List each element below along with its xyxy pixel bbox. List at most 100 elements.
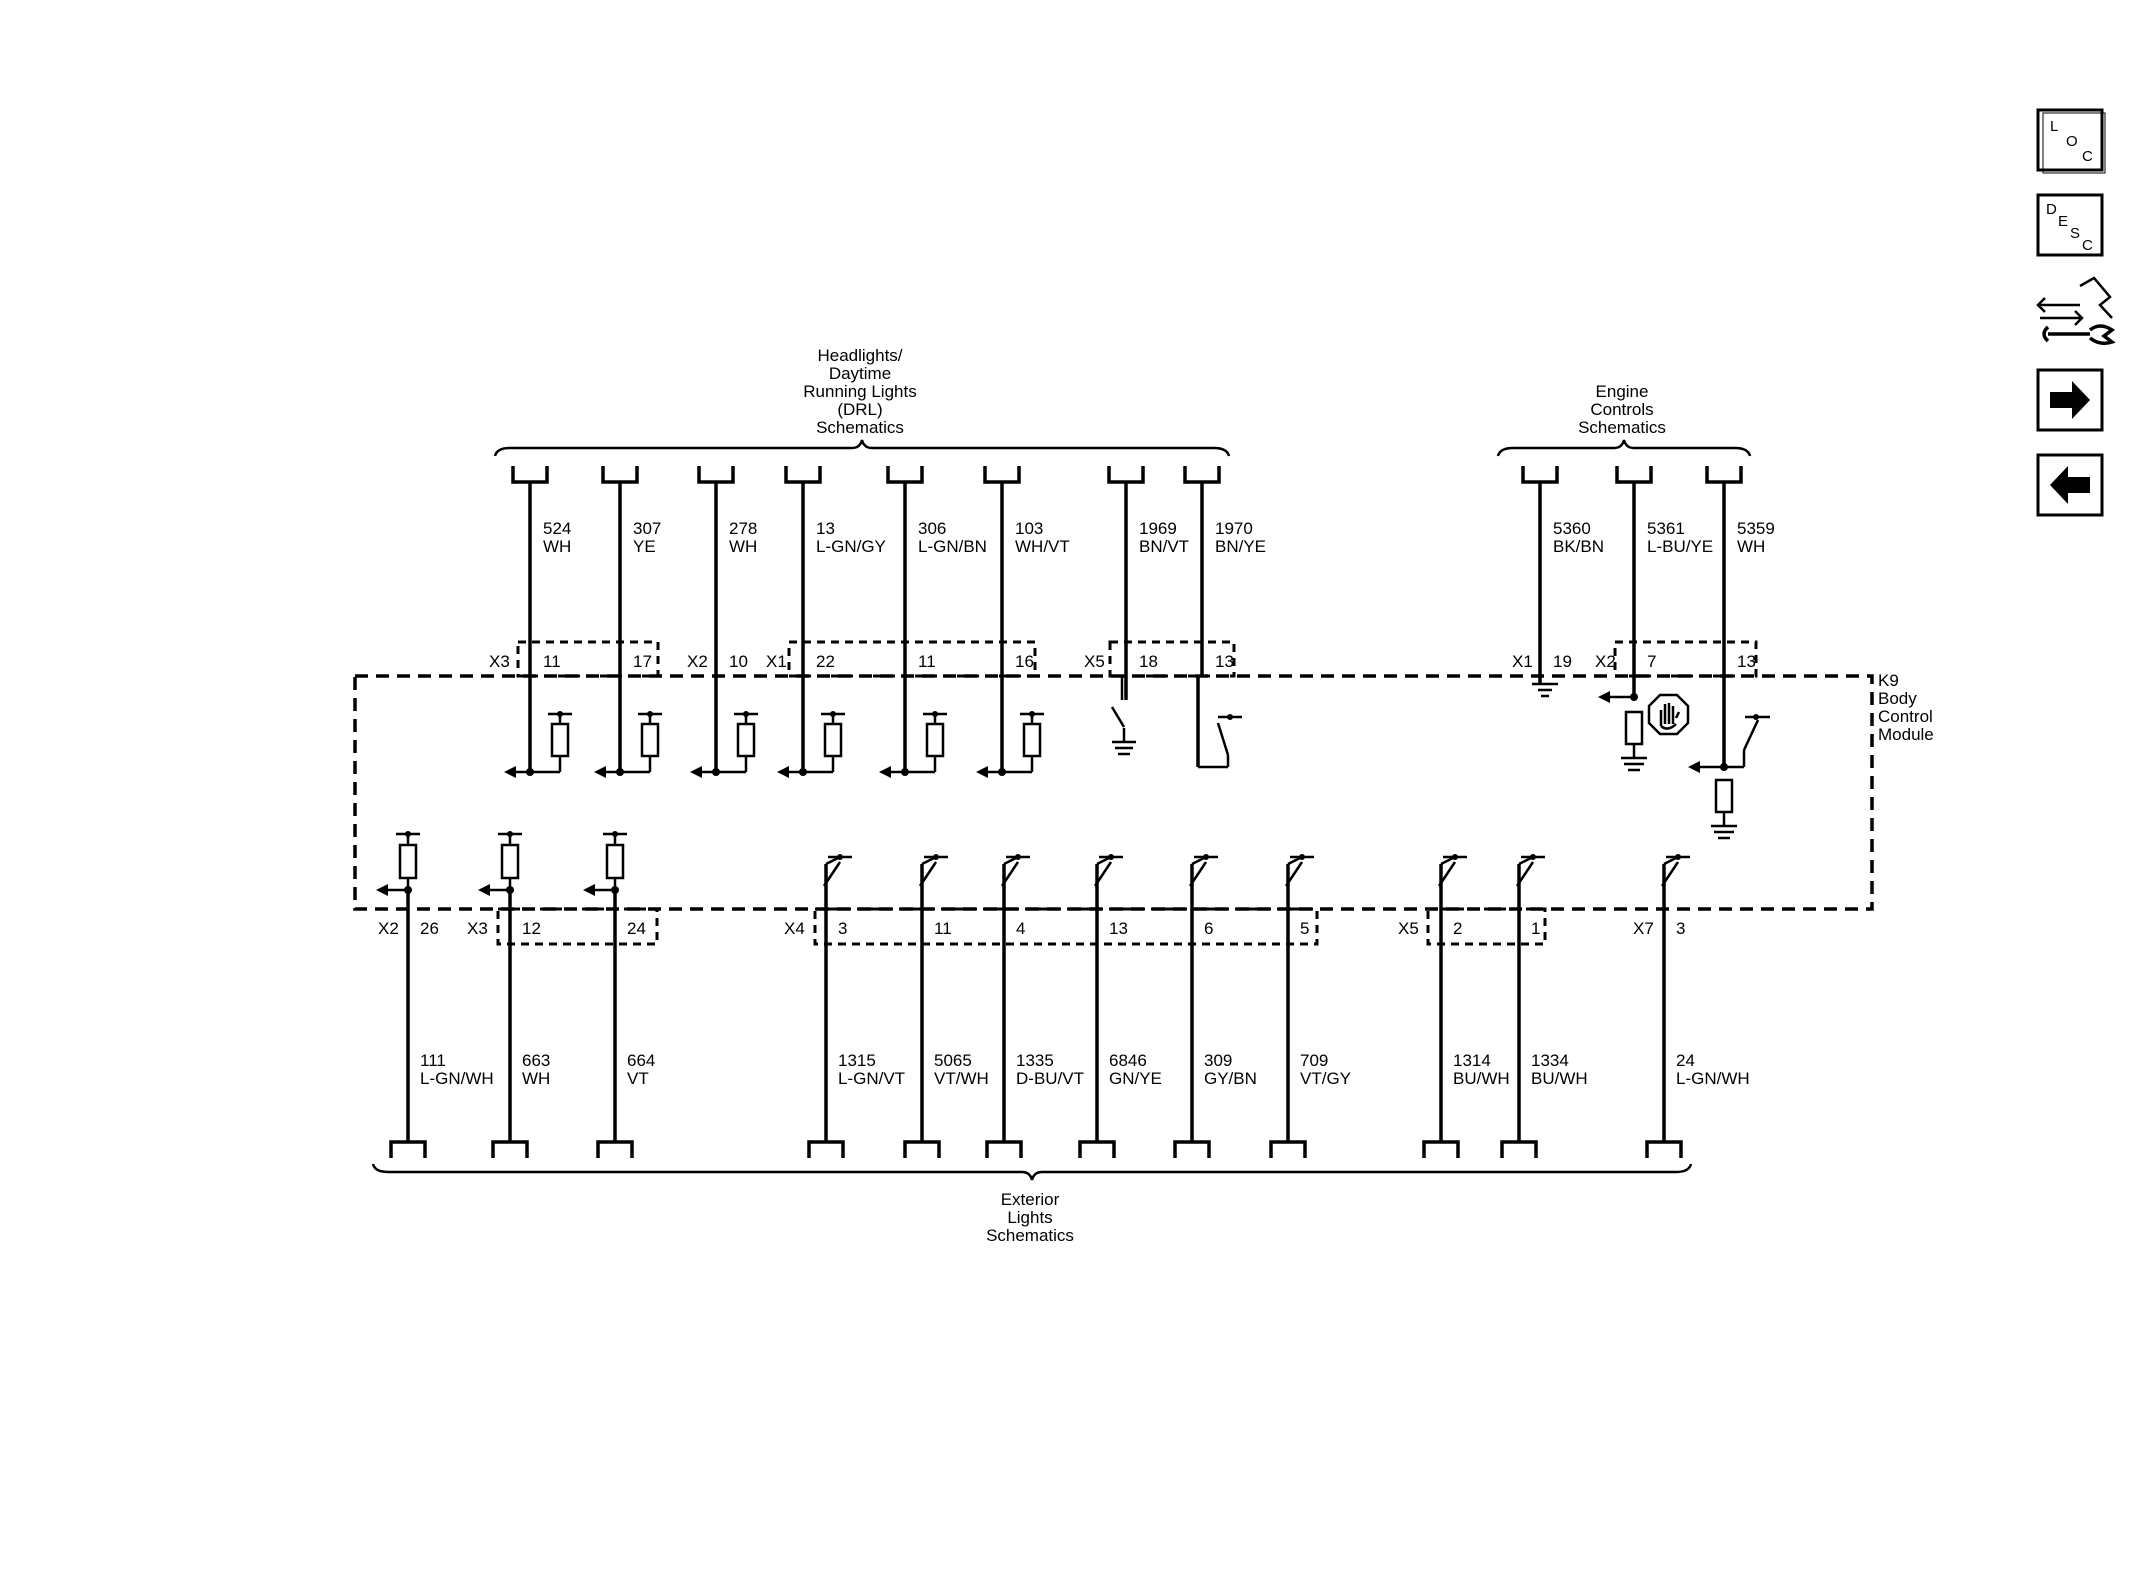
terminal-cap	[983, 466, 1021, 484]
input-circuit-524	[504, 711, 572, 778]
connector-id: X3	[489, 652, 510, 671]
svg-text:Body: Body	[1878, 689, 1917, 708]
next-page-button[interactable]	[2036, 368, 2104, 432]
wire-color: BU/WH	[1453, 1069, 1510, 1088]
wire-color: WH	[729, 537, 757, 556]
circuit-number: 111	[420, 1051, 446, 1070]
description-button[interactable]: D E S C	[2036, 193, 2104, 257]
pin-number: 7	[1647, 652, 1656, 671]
ground-5360	[1532, 682, 1558, 698]
terminal-cap	[1500, 1140, 1538, 1158]
output-circuit-664	[583, 831, 627, 896]
terminal-cap	[903, 1140, 941, 1158]
pin-number: 3	[1676, 919, 1685, 938]
terminal-cap	[807, 1140, 845, 1158]
circuit-number: 309	[1204, 1051, 1232, 1070]
wire-color: WH	[1737, 537, 1765, 556]
input-5361	[1598, 691, 1647, 772]
svg-text:K9: K9	[1878, 671, 1899, 690]
terminal-cap	[1422, 1140, 1460, 1158]
exterior-lights-schematics-label[interactable]: Exterior Lights Schematics	[986, 1190, 1074, 1245]
switch-1970	[1196, 675, 1242, 769]
pin-number: 18	[1139, 652, 1158, 671]
terminal-cap	[985, 1140, 1023, 1158]
terminal-cap	[601, 466, 639, 484]
internal-circuits-top	[504, 675, 1770, 840]
x5-top-connector-outline	[1108, 640, 1236, 678]
wire-color: BK/BN	[1553, 537, 1604, 556]
x2-top-connector-outline	[1613, 640, 1758, 678]
terminal-cap	[1615, 466, 1653, 484]
pin-number: 12	[522, 919, 541, 938]
connector-id: X1	[766, 652, 787, 671]
circuit-number: 1334	[1531, 1051, 1569, 1070]
wire-color: BN/VT	[1139, 537, 1189, 556]
location-button[interactable]: L O C	[2036, 108, 2106, 174]
connector-id: X1	[1512, 652, 1533, 671]
terminal-cap	[1521, 466, 1559, 484]
circuit-number: 1969	[1139, 519, 1177, 538]
connector-wrench-icon[interactable]	[2036, 276, 2116, 346]
pin-number: 24	[627, 919, 646, 938]
switch-24	[1660, 854, 1690, 887]
switch-1314	[1437, 854, 1467, 887]
svg-text:S: S	[2070, 225, 2080, 242]
wire-color: VT/WH	[934, 1069, 989, 1088]
circuit-number: 24	[1676, 1051, 1695, 1070]
terminal-cap	[1645, 1140, 1683, 1158]
drl-schematics-label[interactable]: Headlights/ Daytime Running Lights (DRL)…	[803, 346, 916, 437]
engine-brace	[1496, 439, 1752, 457]
wire-color: VT	[627, 1069, 649, 1088]
connector-id: X5	[1084, 652, 1105, 671]
terminal-cap	[511, 466, 549, 484]
terminal-cap	[1107, 466, 1145, 484]
svg-text:Running Lights: Running Lights	[803, 382, 916, 401]
previous-page-button[interactable]	[2036, 453, 2104, 517]
esd-hand-icon	[1647, 693, 1690, 736]
connector-id: X2	[1595, 652, 1616, 671]
terminal-cap	[1705, 466, 1743, 484]
x5-bottom-connector-outline	[1426, 907, 1547, 946]
internal-circuits-bottom	[376, 831, 1690, 896]
svg-text:L: L	[2050, 118, 2058, 135]
svg-text:Schematics: Schematics	[1578, 418, 1666, 437]
output-circuit-111	[376, 831, 420, 896]
connector-id: X5	[1398, 919, 1419, 938]
pin-number: 16	[1015, 652, 1034, 671]
wire-color: L-GN/WH	[420, 1069, 494, 1088]
switch-709	[1284, 854, 1314, 887]
pin-number: 11	[934, 919, 952, 938]
terminal-cap	[491, 1140, 529, 1158]
input-circuit-278	[690, 711, 758, 778]
connector-id: X3	[467, 919, 488, 938]
circuit-number: 103	[1015, 519, 1043, 538]
engine-controls-schematics-label[interactable]: Engine Controls Schematics	[1578, 382, 1666, 437]
circuit-number: 663	[522, 1051, 550, 1070]
svg-text:(DRL): (DRL)	[837, 400, 882, 419]
pin-number: 10	[729, 652, 748, 671]
circuit-number: 1315	[838, 1051, 876, 1070]
circuit-number: 5359	[1737, 519, 1775, 538]
